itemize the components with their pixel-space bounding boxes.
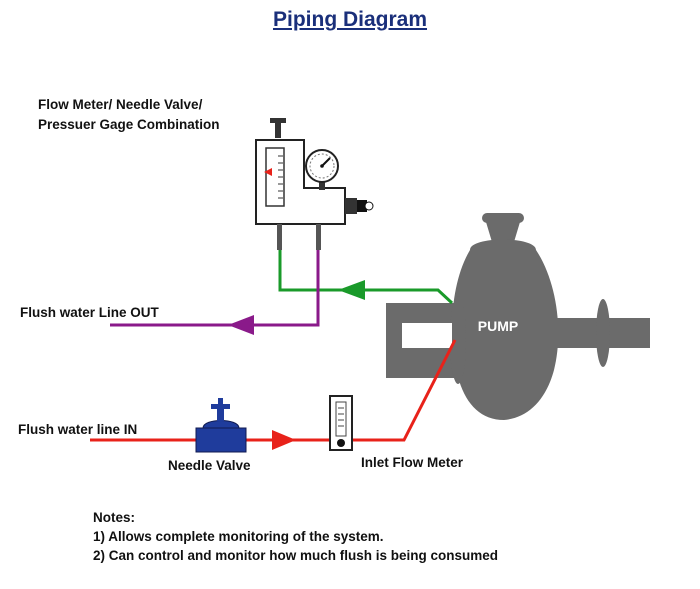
out-line (110, 250, 320, 327)
notes-item-1: 1) Allows complete monitoring of the sys… (93, 529, 384, 544)
notes-heading: Notes: (93, 510, 136, 525)
notes-section: Notes: 1) Allows complete monitoring of … (93, 508, 498, 565)
flow-meter-combination-icon (255, 118, 374, 250)
needle-valve-label: Needle Valve (168, 458, 251, 473)
return-arrow (338, 280, 365, 300)
out-arrow (228, 315, 254, 335)
page-title: Piping Diagram (272, 8, 428, 31)
pressure-gauge-icon (305, 149, 339, 190)
flush-in-label: Flush water line IN (18, 422, 138, 437)
inlet-flow-meter-icon (329, 395, 353, 451)
pump-label: PUMP (478, 318, 518, 334)
inlet-arrow (272, 430, 296, 450)
combo-label-line2: Pressuer Gage Combination (38, 117, 220, 132)
notes-item-2: 2) Can control and monitor how much flus… (93, 548, 499, 563)
flush-out-label: Flush water Line OUT (20, 305, 159, 320)
return-line (278, 250, 454, 305)
inlet-flow-meter-label: Inlet Flow Meter (361, 455, 464, 470)
pump-inlet-window (402, 323, 452, 348)
combo-label-line1: Flow Meter/ Needle Valve/ (38, 97, 203, 112)
needle-valve-icon (195, 398, 247, 453)
pump-icon (386, 213, 650, 420)
